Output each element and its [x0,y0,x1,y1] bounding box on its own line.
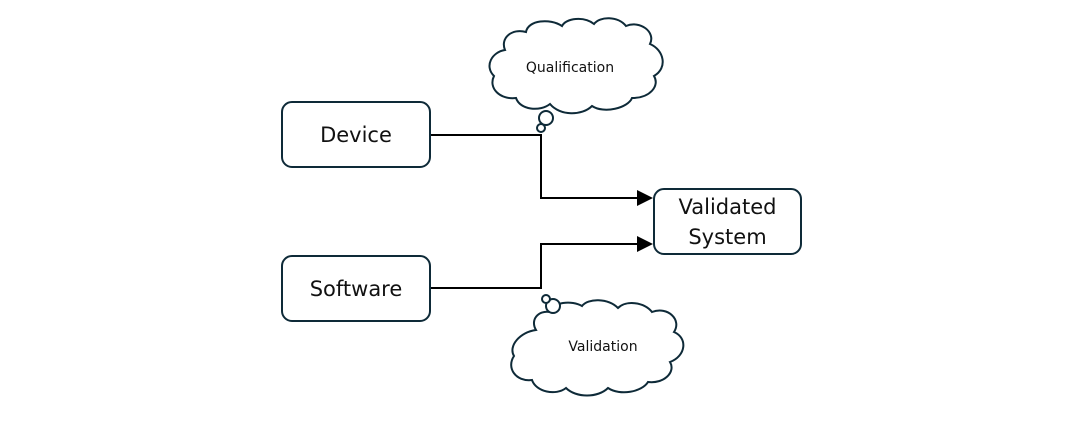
device-node[interactable]: Device [281,101,431,168]
connector-device-to-system [430,134,653,206]
validation-cloud [510,294,685,397]
device-label: Device [320,122,392,147]
software-node[interactable]: Software [281,255,431,322]
thought-bubble-large [538,110,554,126]
thought-bubble-small [536,123,546,133]
validation-label: Validation [568,339,638,355]
thought-bubble-small [541,294,551,304]
validated-system-node[interactable]: Validated System [653,188,802,255]
qualification-label: Qualification [525,60,615,76]
qualification-cloud [488,17,664,133]
validated-system-label-line2: System [688,224,767,249]
validated-system-label-line1: Validated [678,194,777,219]
connector-software-to-system [430,236,653,289]
software-label: Software [309,276,403,301]
